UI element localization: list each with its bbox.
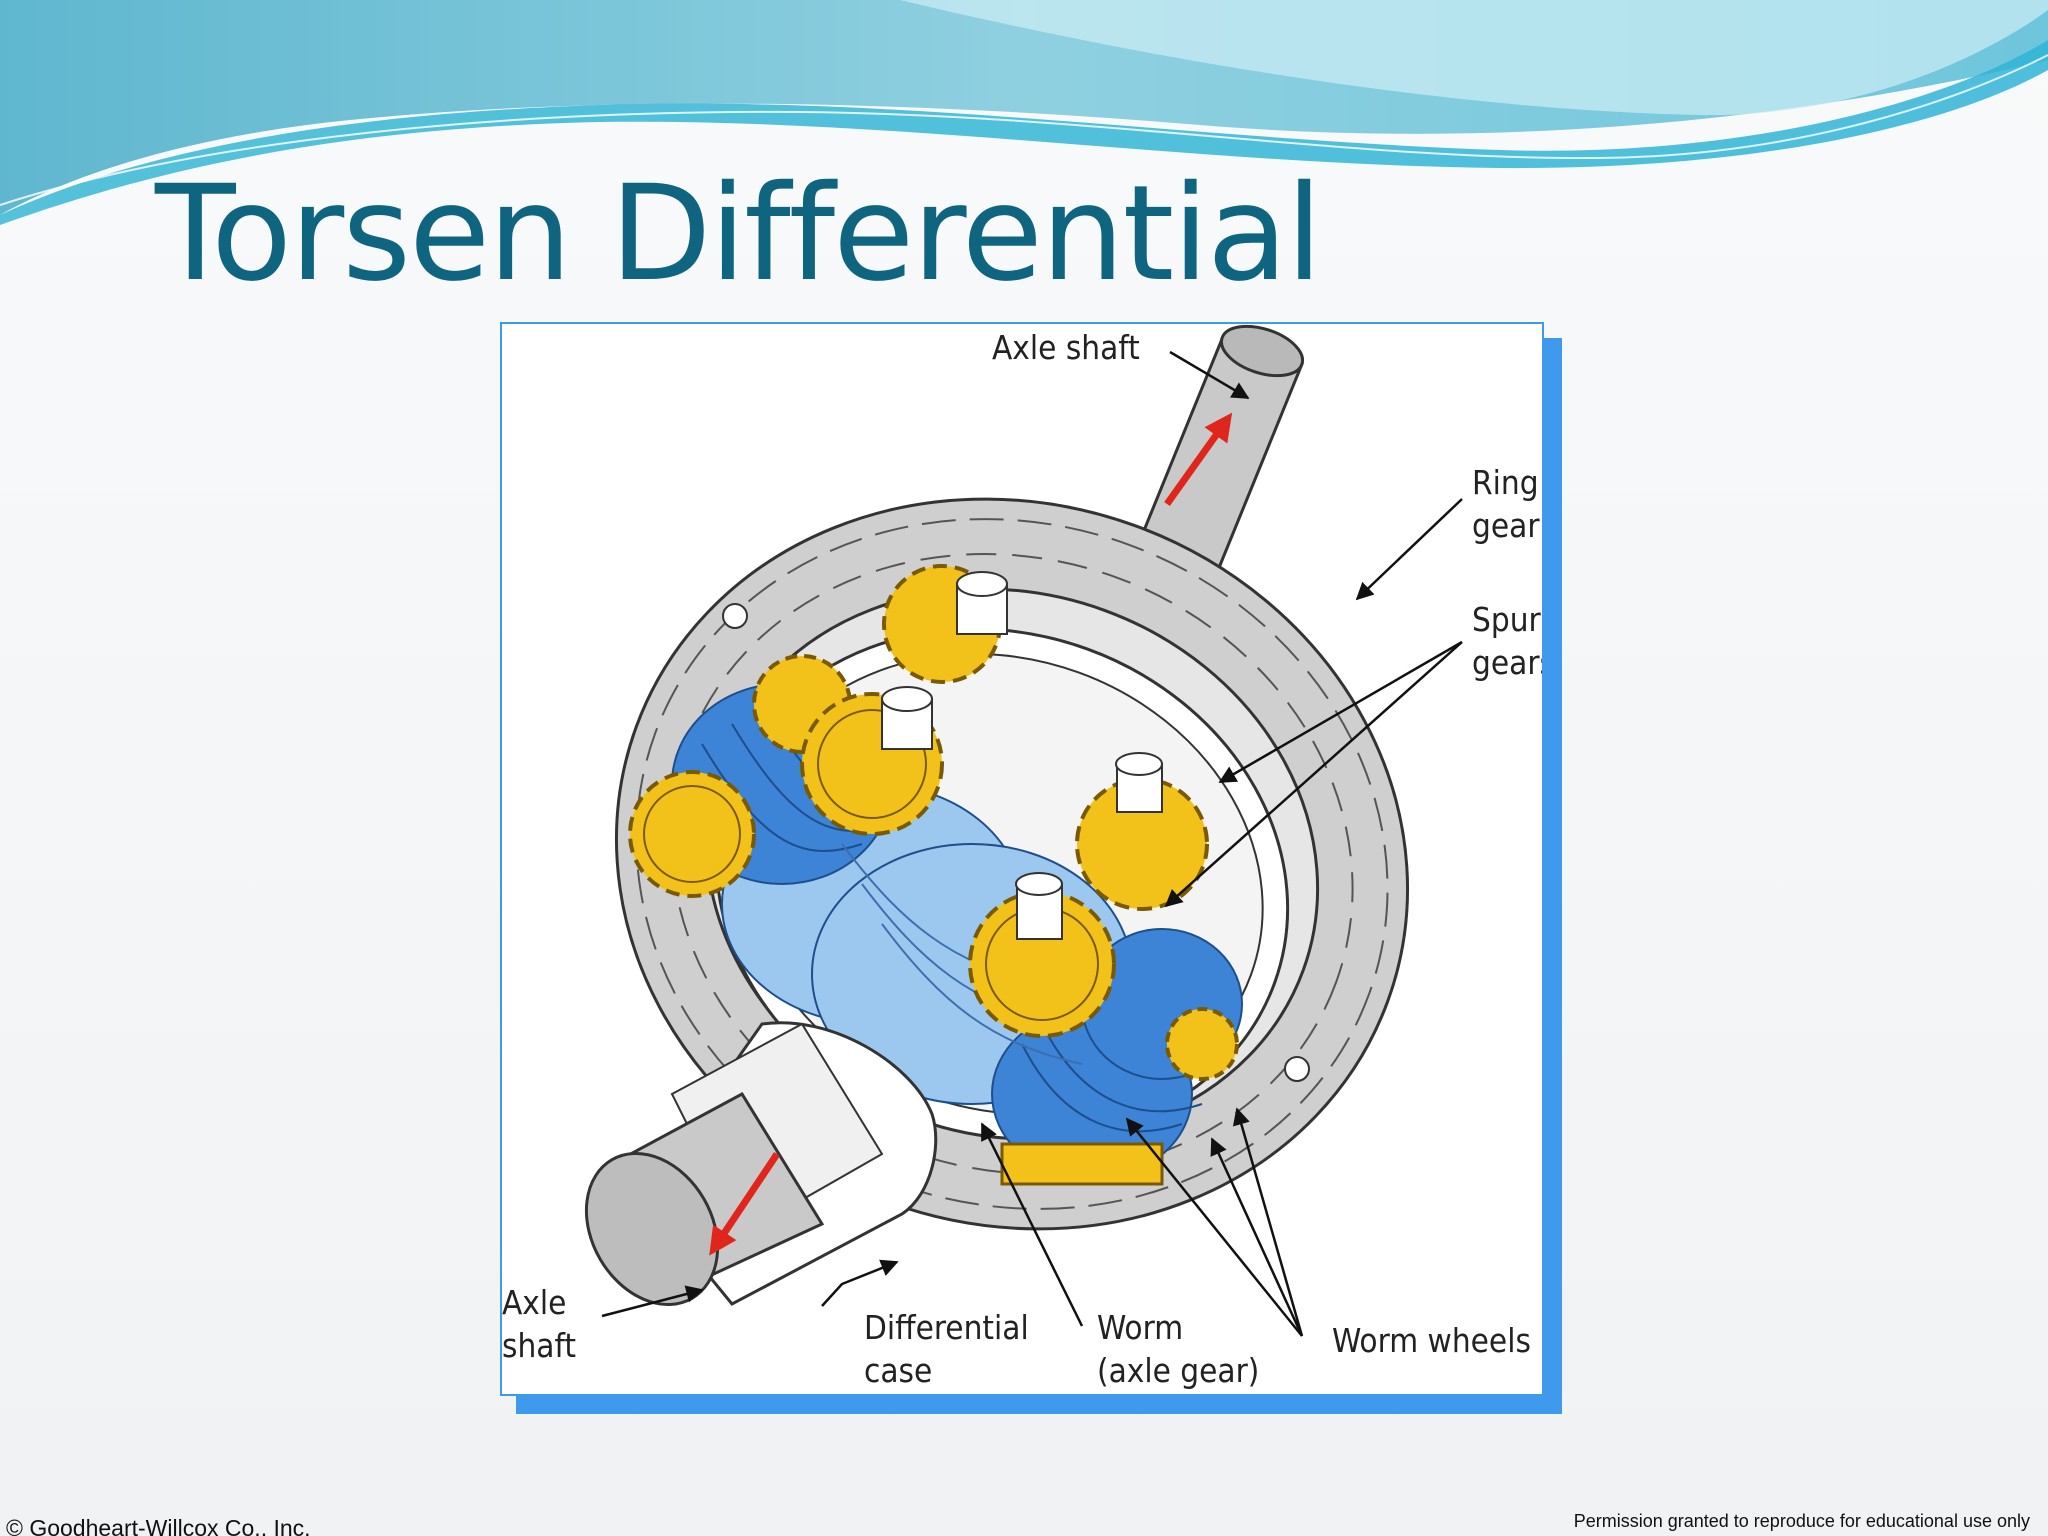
- copyright-notice: © Goodheart-Willcox Co., Inc.: [6, 1515, 311, 1536]
- bottom-axle-shaft: [584, 1021, 938, 1306]
- label-gears: gears: [1472, 643, 1542, 682]
- label-axle-shaft-top: Axle shaft: [992, 328, 1140, 367]
- permission-notice: Permission granted to reproduce for educ…: [1573, 1511, 2030, 1531]
- header-wave: [0, 0, 2048, 225]
- slide-title: Torsen Differential: [155, 157, 1323, 311]
- label-axle-gear: (axle gear): [1097, 1351, 1259, 1390]
- label-case: case: [864, 1351, 932, 1390]
- label-gear: gear: [1472, 506, 1540, 545]
- label-ring: Ring: [1472, 463, 1539, 502]
- label-spur: Spur: [1472, 600, 1542, 639]
- torsen-diagram-frame: Axle shaft Ring gear Spur gears Axle sha…: [500, 322, 1544, 1396]
- label-worm: Worm: [1097, 1308, 1183, 1347]
- leader-arrows: [601, 350, 1463, 1337]
- label-axle: Axle: [502, 1283, 566, 1322]
- label-differential: Differential: [864, 1308, 1029, 1347]
- rotation-arrow-icon: [1164, 412, 1233, 507]
- label-worm-wheels: Worm wheels: [1332, 1321, 1531, 1360]
- rotation-arrow-icon: [709, 1152, 780, 1256]
- spur-gear-shafts: [881, 571, 1163, 940]
- torsen-differential-illustration: Axle shaft Ring gear Spur gears Axle sha…: [502, 324, 1542, 1390]
- label-shaft: shaft: [502, 1326, 576, 1365]
